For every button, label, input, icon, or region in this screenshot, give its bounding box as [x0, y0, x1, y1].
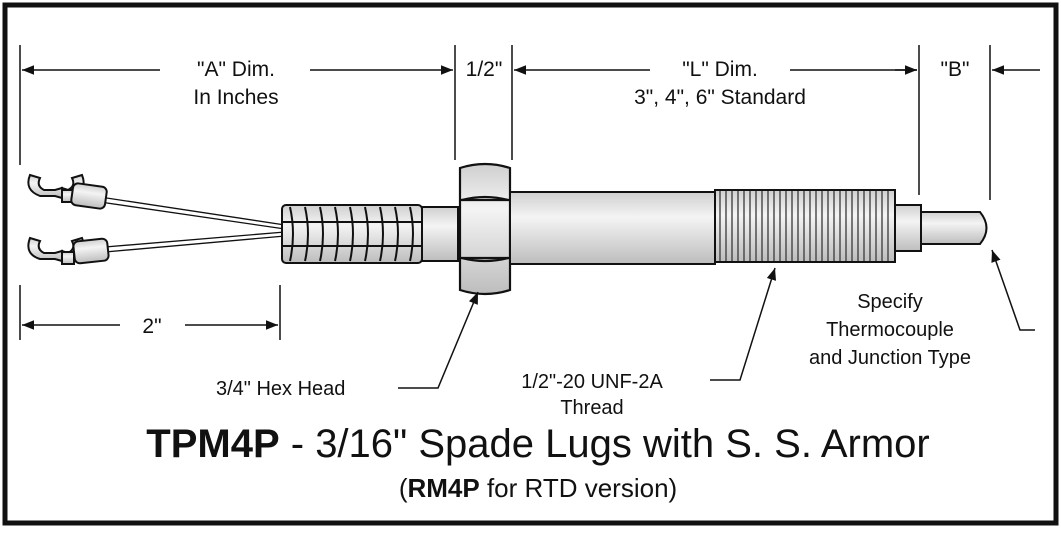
page-title: TPM4P - 3/16" Spade Lugs with S. S. Armo…: [146, 422, 929, 466]
collar: [421, 206, 459, 262]
lead-wires: [99, 196, 286, 253]
extension-lines: [19, 45, 991, 340]
junction-type-label: and Junction Type: [809, 347, 971, 369]
leader-lines: [398, 249, 1035, 389]
thread-spec-label: 1/2"-20 UNF-2A: [521, 371, 663, 393]
specify-label: Specify: [857, 291, 923, 313]
dimension-lines: [22, 65, 1040, 330]
l-dim-standard-label: 3", 4", 6" Standard: [634, 86, 806, 109]
b-dim-label: "B": [941, 58, 970, 81]
rtd-version-text: for RTD version): [480, 473, 677, 503]
a-dim-label: "A" Dim.: [197, 58, 275, 81]
thread-label: Thread: [560, 397, 623, 419]
probe-body: [509, 191, 716, 265]
spade-lug-top: [27, 173, 108, 210]
model-description: - 3/16" Spade Lugs with S. S. Armor: [280, 422, 930, 466]
thread-section: [714, 189, 896, 263]
a-dim-unit-label: In Inches: [193, 86, 278, 109]
hex-head: [458, 162, 512, 296]
subtitle-open-paren: (: [399, 473, 408, 503]
subtitle: (RM4P for RTD version): [399, 473, 677, 503]
ss-armor: [281, 204, 423, 264]
probe-shoulder: [894, 204, 922, 252]
thermocouple-label: Thermocouple: [826, 319, 954, 341]
rtd-model-name: RM4P: [407, 473, 479, 503]
spade-lug-bottom: [27, 236, 110, 265]
two-inch-label: 2": [142, 315, 161, 338]
half-inch-label: 1/2": [466, 58, 503, 81]
l-dim-label: "L" Dim.: [682, 58, 758, 81]
outer-frame: [2, 2, 1059, 526]
hex-head-label: 3/4" Hex Head: [216, 378, 345, 400]
model-name: TPM4P: [146, 422, 279, 466]
probe-tip: [920, 211, 988, 245]
